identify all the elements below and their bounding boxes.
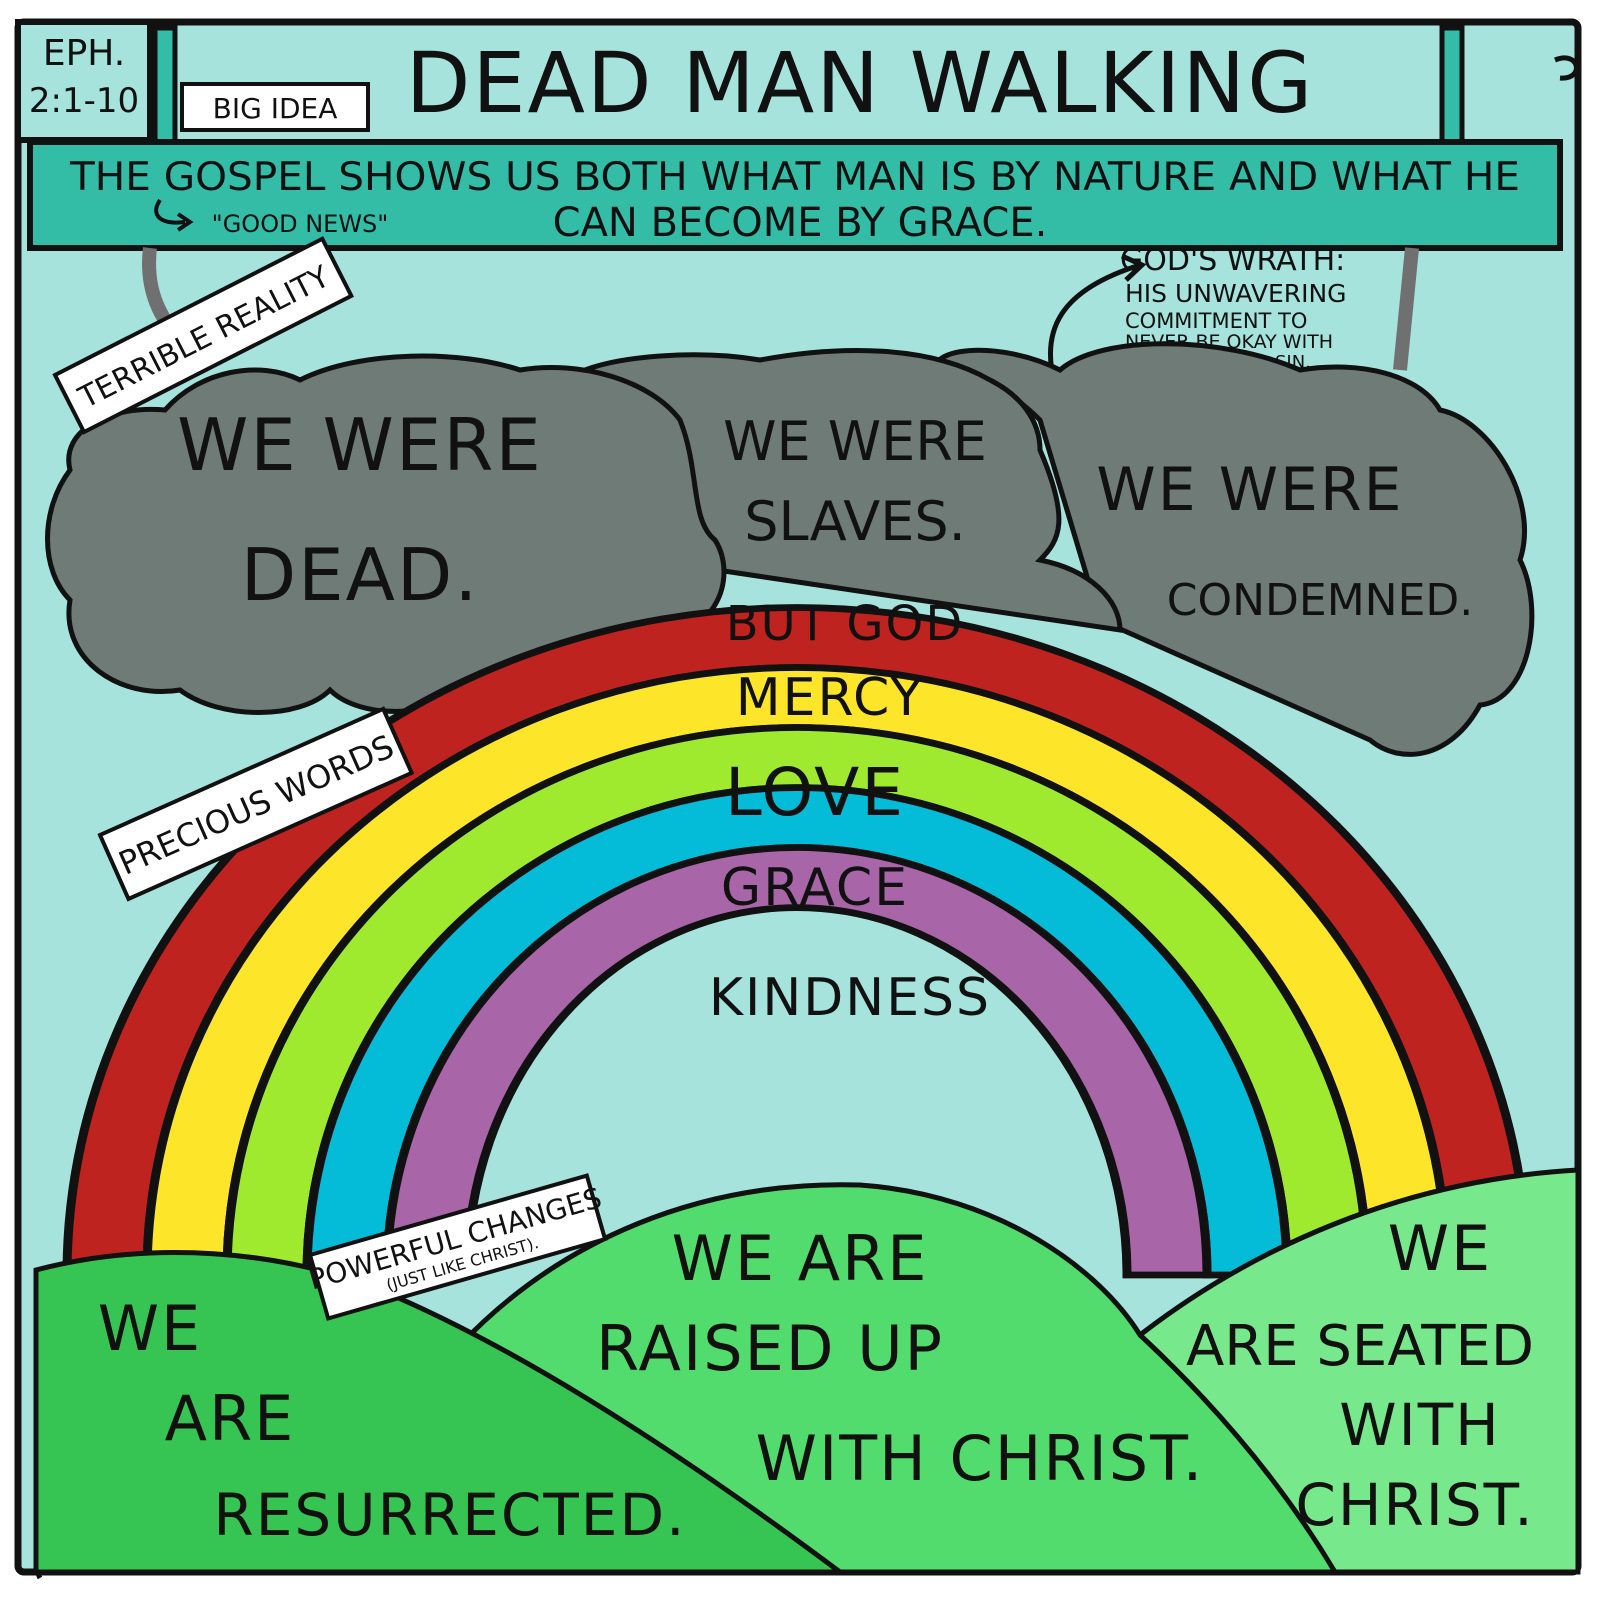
- banner-line-1: THE GOSPEL SHOWS US BOTH WHAT MAN IS BY …: [69, 155, 1520, 200]
- hill-left-line-2: ARE: [165, 1382, 296, 1455]
- rainbow-label-love: LOVE: [725, 754, 905, 831]
- banner-line-2: CAN BECOME BY GRACE.: [553, 200, 1048, 246]
- rainbow-label-mercy: MERCY: [736, 668, 924, 728]
- hill-left-line-1: WE: [98, 1292, 202, 1365]
- cloud-dead-line-2: DEAD.: [241, 533, 480, 617]
- gospel-banner: [27, 139, 1563, 251]
- wrath-note-line-1: GOD'S WRATH:: [1120, 243, 1345, 278]
- hill-right-line-2: ARE SEATED: [1186, 1314, 1534, 1379]
- page-title: DEAD MAN WALKING: [406, 34, 1315, 132]
- hill-right-line-3: WITH: [1339, 1391, 1501, 1459]
- cloud-slaves-line-1: WE WERE: [723, 410, 987, 473]
- cloud-dead-line-1: WE WERE: [177, 403, 543, 487]
- big-idea-tag-text: BIG IDEA: [213, 92, 338, 125]
- rainbow-label-kindness: KINDNESS: [709, 968, 991, 1028]
- wrath-note-line-3: COMMITMENT TO: [1125, 309, 1307, 333]
- rainbow-band-purple: [382, 844, 1212, 1279]
- banner-note: "GOOD NEWS": [212, 210, 389, 238]
- reference-line-1: EPH.: [43, 33, 125, 74]
- good-news-arrow-icon: [154, 198, 194, 232]
- hill-middle-line-1: WE ARE: [672, 1222, 929, 1295]
- cloud-condemned-line-1: WE WERE: [1096, 455, 1403, 525]
- reference-line-2: 2:1-10: [29, 81, 139, 121]
- cloud-condemned: [930, 341, 1535, 757]
- cord-right: [1393, 247, 1419, 371]
- hill-right-line-1: WE: [1388, 1212, 1492, 1285]
- wrath-note-line-2: HIS UNWAVERING: [1125, 279, 1347, 308]
- hill-right-line-4: CHRIST.: [1295, 1471, 1534, 1539]
- banner-post-right: [1439, 25, 1465, 151]
- big-idea-tag: [180, 82, 370, 132]
- hill-middle-line-3: WITH CHRIST.: [756, 1422, 1205, 1495]
- hill-middle-line-2: RAISED UP: [596, 1312, 944, 1385]
- hill-left: [33, 1250, 848, 1575]
- banner-post-left: [152, 25, 178, 151]
- rainbow-label-but-god: BUT GOD: [726, 596, 965, 652]
- frame-curl-right-top: [1554, 55, 1579, 81]
- hill-left-line-3: RESURRECTED.: [213, 1481, 686, 1549]
- rainbow-label-grace: GRACE: [721, 858, 909, 918]
- cloud-condemned-line-2: CONDEMNED.: [1167, 575, 1474, 626]
- cloud-slaves-line-2: SLAVES.: [744, 490, 966, 553]
